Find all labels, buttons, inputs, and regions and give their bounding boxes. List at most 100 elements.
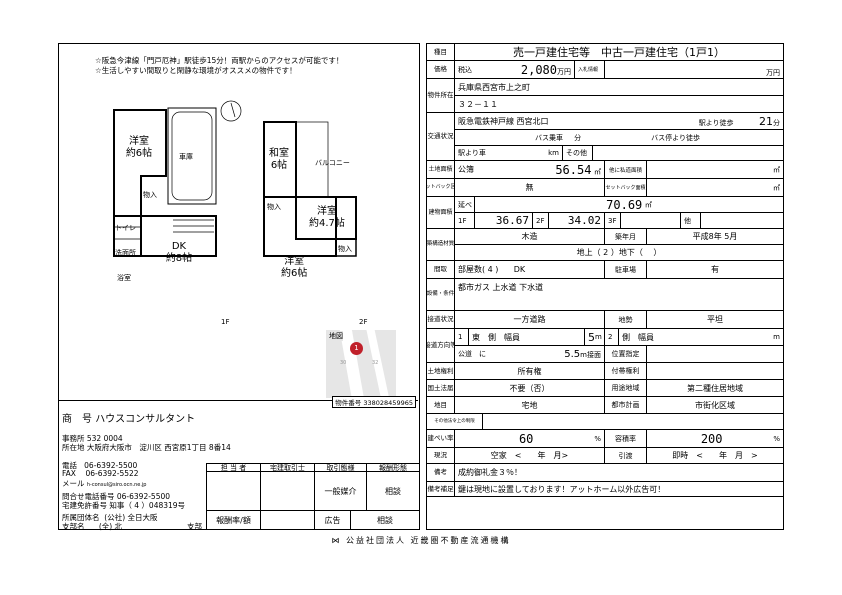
label: 問合せ電話番号 xyxy=(62,492,115,501)
association-logo-icon: ⋈ xyxy=(331,536,346,545)
label: 延べ xyxy=(455,197,475,212)
unit: km xyxy=(548,149,559,157)
phone-row: 電話 06-6392-5500 xyxy=(62,460,137,471)
label: バス停より徒歩 xyxy=(651,133,701,142)
built-date: 平成8年 5月 xyxy=(692,232,738,241)
room-label: 物入 xyxy=(338,245,352,253)
map-title: 地図 xyxy=(329,331,343,341)
unit: ㎡ xyxy=(773,183,780,192)
label: 国土法届 xyxy=(427,380,455,396)
unit: 万円 xyxy=(557,67,571,76)
label: 用途地域 xyxy=(605,380,647,396)
mail-row: メール h-consul@siro.ocn.ne.jp xyxy=(62,478,146,489)
remarks-supplement: 鍵は現地に設置しております！アットホーム以外広告可！ xyxy=(458,484,666,494)
fax-row: FAX 06-6392-5522 xyxy=(62,469,139,478)
floor-plan-drawing xyxy=(113,100,357,257)
label: 価格 xyxy=(427,61,455,78)
value-cell: 相談 xyxy=(377,516,393,525)
label: 建物面積 xyxy=(427,197,455,228)
left-panel: ☆阪急今津線「門戸厄神」駅徒歩15分！両駅からのアクセスが可能です！ ☆生活しや… xyxy=(58,43,420,532)
land-area: 56.54 xyxy=(555,162,592,177)
label: セットバック区分 xyxy=(427,179,455,196)
label: 公簿 xyxy=(458,165,474,174)
label: 商 号 xyxy=(62,414,92,425)
association-row: 所属団体名 (公社) 全日大阪 xyxy=(62,512,158,523)
promo-line: ☆阪急今津線「門戸厄神」駅徒歩15分！両駅からのアクセスが可能です！ xyxy=(95,56,344,65)
company-name: ハウスコンサルタント xyxy=(95,414,196,425)
branch-row: 支部名 (全) 北支部 xyxy=(62,521,202,532)
unit: ㎡ xyxy=(644,200,652,209)
value-cell xyxy=(261,472,315,511)
structure: 木造 xyxy=(455,229,605,244)
label: 他に私道面積 xyxy=(605,161,647,178)
label: 引渡 xyxy=(605,448,647,463)
unit: m接面 xyxy=(580,350,601,359)
header-cell: 担 当 者 xyxy=(207,463,261,472)
train-line: 阪急電鉄神戸線 西宮北口 xyxy=(458,116,549,126)
unit: 分 xyxy=(574,133,582,142)
land-right: 所有権 xyxy=(455,363,605,379)
room-label: 物入 xyxy=(267,203,281,211)
label: FAX xyxy=(62,469,76,478)
road-direction: 東 側 幅員 xyxy=(469,329,585,345)
label: 支部名 xyxy=(62,522,85,531)
label: 事務所 xyxy=(62,434,85,443)
walk-minutes: 21 xyxy=(759,114,773,128)
label: 税込 xyxy=(458,65,472,74)
phone: 06-6392-5500 xyxy=(84,461,138,470)
label: 宅建免許番号 xyxy=(62,501,107,510)
map-pin-icon[interactable]: 1 xyxy=(350,342,363,355)
license-number: 知事（ 4 ）048319号 xyxy=(109,501,186,510)
label: 入札情報 xyxy=(575,61,605,78)
association: (公社) 全日大阪 xyxy=(104,513,158,522)
unit: % xyxy=(594,434,601,443)
room-label: バルコニー xyxy=(315,159,350,167)
label: 備考 xyxy=(427,464,455,481)
floors: 地上（ 2 ）地下（ ） xyxy=(576,248,662,257)
unit: % xyxy=(773,434,780,443)
label: 交通状況 xyxy=(427,113,455,160)
room-count: 部屋数( 4 ) xyxy=(458,265,499,274)
company-name-row: 商 号 ハウスコンサルタント xyxy=(62,410,195,425)
room-label: 車庫 xyxy=(179,153,193,161)
label: 設備・条件 xyxy=(427,279,455,310)
label: 土地権利 xyxy=(427,363,455,379)
room-label: 洋室 約6帖 xyxy=(281,256,308,279)
label: 都市計画 xyxy=(605,397,647,413)
office-row: 事務所 532 0004 xyxy=(62,433,123,444)
label: 接道方向等 xyxy=(427,329,455,362)
value-cell: 広告 xyxy=(315,511,351,530)
header-cell: 取引態様 xyxy=(315,463,367,472)
unit: m xyxy=(595,333,602,341)
layout-type: DK xyxy=(513,265,526,274)
road-status: 一方道路 xyxy=(455,311,605,328)
remarks: 成約御礼金３％！ xyxy=(458,468,522,477)
room-label: 和室 6帖 xyxy=(269,148,289,171)
label: 建築構造材質等 xyxy=(427,229,455,260)
address-line: 兵庫県西宮市上之町 xyxy=(455,79,783,96)
label: 公道 に xyxy=(458,350,486,358)
promo-line: ☆生活しやすい間取りと閑静な環境がオススメの物件です！ xyxy=(95,66,297,75)
room-label: トイレ xyxy=(115,224,136,232)
total-floor-area: 70.69 xyxy=(606,197,643,212)
label: 電話 xyxy=(62,461,77,470)
label: 地目 xyxy=(427,397,455,413)
value-cell xyxy=(261,511,315,530)
label: 接道状況 xyxy=(427,311,455,328)
footer: ⋈ 公益社団法人 近畿圏不動産流通機構 xyxy=(0,535,842,546)
unit: m xyxy=(773,333,780,341)
location-map[interactable]: 地図 1 30 32 xyxy=(326,330,396,398)
unit: ㎡ xyxy=(773,165,780,174)
room-label: 物入 xyxy=(143,191,157,199)
label: 築年月 xyxy=(605,229,647,244)
unit: ㎡ xyxy=(594,167,601,176)
label: 支部 xyxy=(187,522,202,531)
handover: 即時 < 年 月 > xyxy=(672,451,758,460)
floor2-area: 34.02 xyxy=(567,214,601,227)
label: 地勢 xyxy=(605,311,647,328)
label: 駅より徒歩 xyxy=(698,118,734,127)
land-category: 宅地 xyxy=(455,397,605,413)
map-label: 30 xyxy=(340,360,347,366)
map-label: 32 xyxy=(372,360,379,366)
email-link[interactable]: h-consul@siro.ocn.ne.jp xyxy=(86,482,147,488)
